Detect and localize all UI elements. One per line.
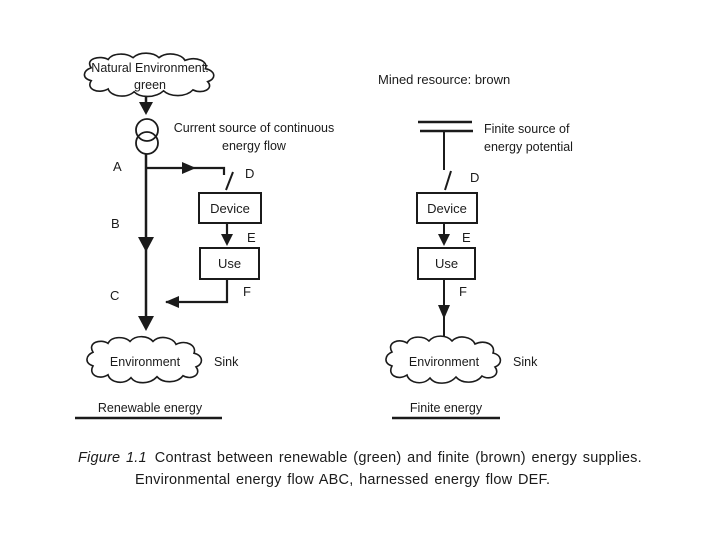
arrow-c-to-sink xyxy=(138,316,154,331)
caption-text-line1: Contrast between renewable (green) and f… xyxy=(154,450,642,466)
device-box-left: Device xyxy=(198,192,262,224)
use-box-right: Use xyxy=(417,247,476,280)
device-box-right-label: Device xyxy=(427,200,467,216)
caption-line2: Environmental energy flow ABC, harnessed… xyxy=(135,472,551,488)
switch-icon-left xyxy=(225,171,234,191)
node-f-label-left: F xyxy=(243,284,251,299)
cloud-label-line2: green xyxy=(134,78,166,92)
return-line-f-left xyxy=(165,276,229,308)
node-d-label-left: D xyxy=(245,166,255,181)
finite-source-label-line1: Finite source of xyxy=(484,122,570,136)
node-c-label: C xyxy=(110,288,120,303)
current-source-label-line1: Current source of continuous xyxy=(173,121,335,135)
flow-use-to-sink-right xyxy=(438,276,450,336)
node-a-label: A xyxy=(113,159,122,174)
figure-caption: Figure 1.1 Contrast between renewable (gr… xyxy=(78,447,708,491)
finite-source-label: Finite source of energy potential xyxy=(484,120,573,156)
node-b-label: B xyxy=(111,216,120,231)
natural-environment-cloud-label: Natural Environment: green xyxy=(91,60,208,94)
branch-to-device xyxy=(147,162,234,191)
node-e-label-left: E xyxy=(247,230,256,245)
device-box-left-label: Device xyxy=(210,200,250,216)
sink-label-right: Sink xyxy=(513,355,538,369)
current-source-label: Current source of continuous energy flow xyxy=(168,119,340,155)
mined-resource-header: Mined resource: brown xyxy=(378,72,511,87)
environment-sink-label-left: Environment xyxy=(109,355,181,369)
finite-source-icon xyxy=(418,120,473,170)
finite-source-label-line2: energy potential xyxy=(484,140,573,154)
arrow-cloud-to-source xyxy=(139,96,153,115)
node-f-label-right: F xyxy=(459,284,467,299)
sink-label-left: Sink xyxy=(214,355,239,369)
current-source-icon xyxy=(135,118,159,155)
finite-energy-footer: Finite energy xyxy=(409,401,483,415)
switch-icon-right xyxy=(444,170,452,191)
environment-sink-label-right: Environment xyxy=(408,355,480,369)
figure-number: Figure 1.1 xyxy=(78,450,147,466)
node-d-label-right: D xyxy=(470,170,480,185)
use-box-left: Use xyxy=(199,247,260,280)
device-box-right: Device xyxy=(416,192,478,224)
use-box-left-label: Use xyxy=(217,256,242,271)
use-box-right-label: Use xyxy=(434,256,459,271)
cloud-label-line1: Natural Environment: xyxy=(91,61,209,75)
node-e-label-right: E xyxy=(462,230,471,245)
current-source-label-line2: energy flow xyxy=(222,139,286,153)
caption-line1: Figure 1.1 Contrast between renewable (gr… xyxy=(78,447,708,469)
arrow-b-down xyxy=(138,237,154,252)
renewable-energy-footer: Renewable energy xyxy=(97,401,203,415)
